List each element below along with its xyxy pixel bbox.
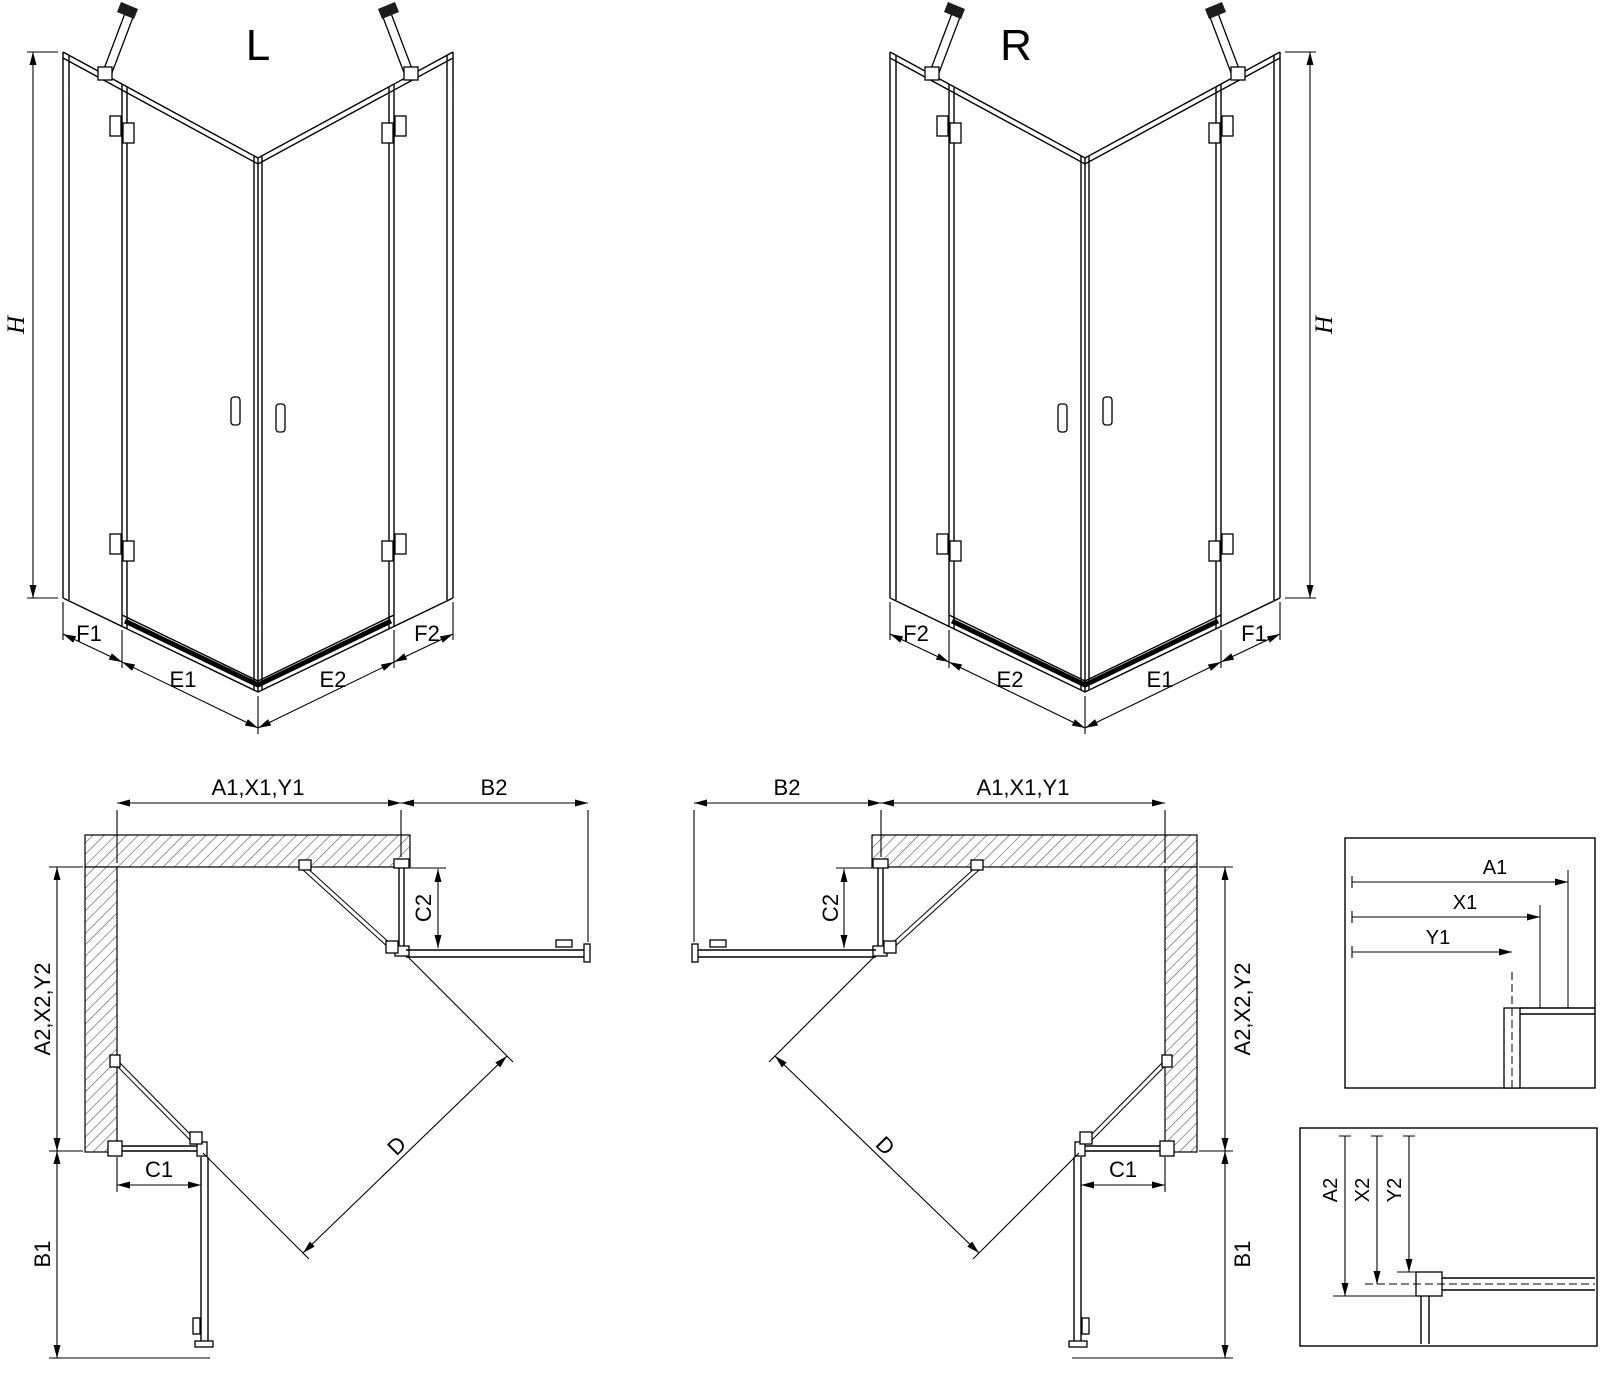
walls — [871, 834, 1198, 1153]
profile-section — [1503, 870, 1595, 1089]
brace-bottom — [1079, 1054, 1173, 1145]
brace-top — [298, 859, 399, 954]
dim-label-b2: B2 — [481, 775, 508, 800]
dimension-lines — [27, 51, 454, 734]
dim-label-depth: A2,X2,Y2 — [1230, 963, 1255, 1056]
door-open-bottom — [192, 1157, 214, 1348]
dim-label-width: A1,X1,Y1 — [977, 775, 1070, 800]
dim-label-b2: B2 — [774, 775, 801, 800]
brace-top — [883, 859, 984, 954]
dim-label-f1-right: F1 — [1241, 621, 1267, 646]
dimension-lines — [49, 799, 589, 1359]
support-braces — [97, 2, 419, 81]
hinges — [936, 115, 1234, 562]
dim-label-c2: C2 — [411, 894, 436, 922]
fixed-panel-right — [393, 858, 410, 957]
hinges — [109, 115, 407, 562]
dim-label-e1-right: E1 — [1147, 667, 1174, 692]
dim-label-f1-left: F1 — [76, 621, 102, 646]
door-open-right — [406, 939, 591, 963]
dim-label-c1: C1 — [145, 1157, 173, 1182]
dim-label-f2-right: F2 — [903, 621, 929, 646]
door-handles — [1057, 396, 1113, 433]
dim-label-width: A1,X1,Y1 — [212, 775, 305, 800]
iso-view-right: R — [889, 2, 1338, 734]
plan-view-left: A1,X1,Y1 B2 C2 A2,X2,Y2 C1 B1 D — [30, 775, 591, 1359]
dimension-lines — [693, 799, 1233, 1359]
dim-label-a2: A2 — [1320, 1178, 1342, 1202]
plan-view-right: B2 A1,X1,Y1 C2 A2,X2,Y2 C1 B1 D — [691, 775, 1255, 1359]
dim-label-y1: Y1 — [1426, 927, 1450, 949]
dim-label-x2: X2 — [1352, 1178, 1374, 1202]
dim-label-d: D — [871, 1131, 900, 1160]
profile-section — [1333, 1271, 1595, 1344]
dimension-lines — [889, 51, 1316, 734]
dim-label-e1-left: E1 — [170, 667, 197, 692]
dim-label-b1: B1 — [1230, 1241, 1255, 1268]
iso-view-left: L — [3, 2, 454, 734]
dim-label-x1: X1 — [1453, 892, 1477, 914]
dim-label-c2: C2 — [818, 894, 843, 922]
support-braces — [924, 2, 1246, 81]
glass-panels-right — [889, 51, 1281, 693]
detail-view-bottom: A2 X2 Y2 — [1299, 1127, 1598, 1347]
fixed-panel-bottom — [107, 1140, 208, 1157]
door-handles — [230, 396, 286, 433]
dim-label-e2-left: E2 — [320, 667, 347, 692]
glass-panels-left — [62, 51, 454, 693]
detail-view-top: A1 X1 Y1 — [1344, 837, 1596, 1089]
brace-bottom — [109, 1054, 203, 1145]
dim-label-y2: Y2 — [1384, 1178, 1406, 1202]
view-label-right: R — [1000, 21, 1032, 70]
dim-label-d: D — [382, 1131, 411, 1160]
dim-label-h-right: H — [1311, 314, 1338, 335]
dim-label-b1: B1 — [30, 1241, 55, 1268]
door-open-left — [691, 939, 876, 963]
dimension-lines — [1351, 876, 1568, 958]
dim-label-depth: A2,X2,Y2 — [30, 963, 55, 1056]
dimension-lines — [1339, 1135, 1415, 1296]
dim-label-h-left: H — [3, 314, 30, 335]
dim-label-a1: A1 — [1483, 857, 1507, 879]
dim-label-c1: C1 — [1109, 1157, 1137, 1182]
walls — [84, 834, 411, 1153]
view-label-left: L — [246, 21, 270, 70]
dim-label-e2-right: E2 — [997, 667, 1024, 692]
dim-label-f2-left: F2 — [414, 621, 440, 646]
fixed-panel-bottom — [1074, 1140, 1175, 1157]
